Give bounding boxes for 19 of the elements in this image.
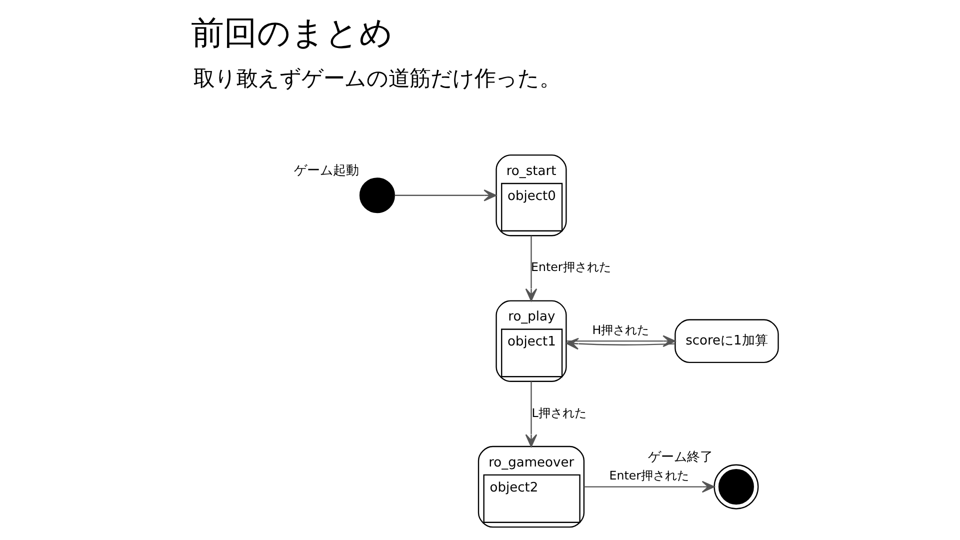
node-circle	[714, 464, 759, 510]
node-box: ro_gameover object2	[478, 446, 585, 528]
node-box: scoreに1加算	[674, 319, 779, 363]
node-label: ゲーム終了	[648, 450, 714, 466]
node-circle	[359, 178, 395, 214]
edge-label: H押された	[592, 322, 650, 337]
arrow	[584, 480, 715, 493]
node-box: ro_play object1	[496, 300, 567, 382]
node-box: ro_start object0	[496, 154, 567, 236]
node-label: ゲーム起動	[294, 163, 359, 178]
diagram-title: 前回のまとめ	[190, 13, 393, 52]
arrow	[525, 236, 538, 302]
edge-label: Enter押された	[609, 468, 689, 483]
edge-label: Enter押された	[531, 260, 611, 274]
arrow	[394, 189, 497, 202]
arrow	[525, 381, 538, 448]
label: 取り敢えずゲームの道筋だけ作った。	[194, 66, 561, 92]
arrow	[566, 338, 676, 350]
edge-label: L押された	[532, 406, 586, 420]
